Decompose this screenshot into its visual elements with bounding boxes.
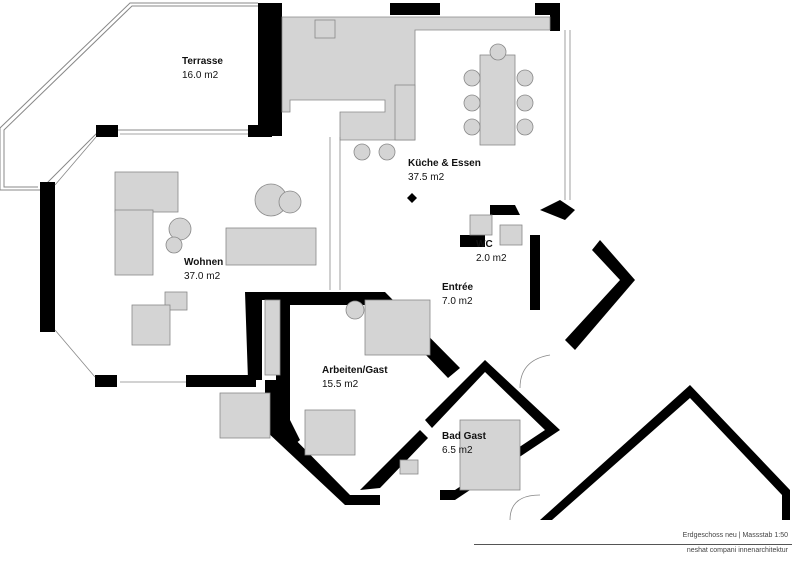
furniture xyxy=(114,16,551,491)
walls xyxy=(40,3,790,520)
plan-title: Erdgeschoss neu | Massstab 1:50 xyxy=(682,532,788,539)
interior-lines xyxy=(54,30,571,521)
diamond-marker xyxy=(407,193,417,203)
credit: neshat compani innenarchitektur xyxy=(686,547,788,554)
divider xyxy=(474,544,792,545)
terrace-outline xyxy=(0,2,258,191)
